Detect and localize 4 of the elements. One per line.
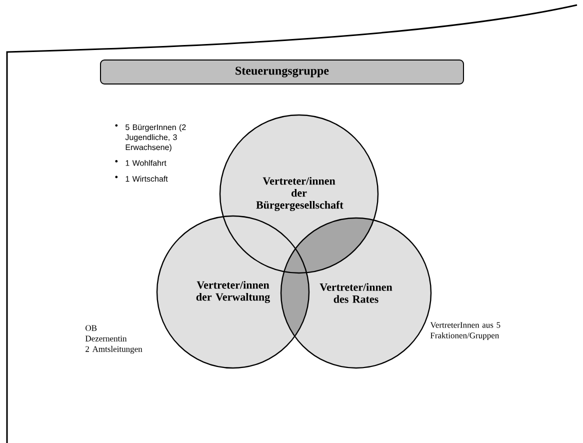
annotation-text: VertreterInnen aus 5 Fraktionen/Gruppen bbox=[430, 322, 500, 340]
annotation-text: OB Dezernentin 2 Amtsleitungen bbox=[85, 325, 142, 354]
title-bar: Steuerungsgruppe bbox=[100, 60, 464, 84]
annotation-text: 5 BürgerInnen (2 Jugendliche, 3 Erwachsene) 1 Wohlfahrt 1 Wirtschaft bbox=[115, 124, 186, 182]
